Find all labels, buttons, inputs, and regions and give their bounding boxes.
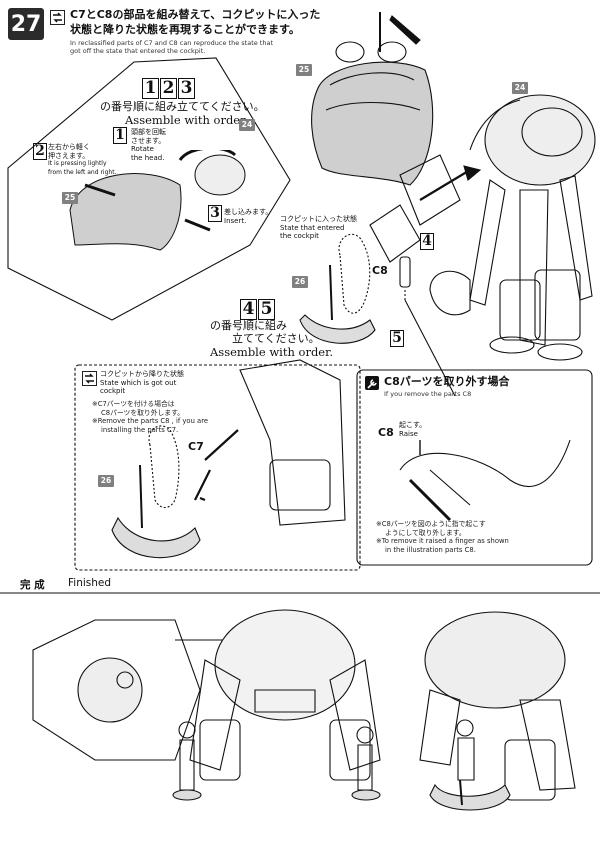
cockpit-out-note-en-line2: installing the parts C7. (101, 425, 179, 434)
order-number: 3 (178, 78, 195, 99)
assemble-order-en-top: Assemble with order. (125, 113, 249, 127)
sub-step-1-jp-line1: 頭部を回転 (131, 128, 166, 136)
finished-robot-front (189, 609, 381, 781)
sub-step-2-jp-line2: 押さえます。 (48, 151, 90, 160)
seat-26-lower (111, 425, 201, 559)
part-tag-25-visor: 25 (296, 64, 312, 76)
sub-step-1-text: 頭部を回転 させます。 Rotate the head. (131, 128, 166, 162)
part-tag-24: 24 (239, 119, 255, 131)
c8-remove-frame (356, 369, 593, 566)
part-label-c7: C7 (188, 440, 204, 453)
part-25-visor (311, 61, 434, 186)
sub-step-2-text: 左右から軽く 押さえます。 It is pressing lightly fro… (48, 143, 116, 177)
header-en-line2: got off the state that entered the cockp… (70, 47, 206, 55)
swap-parts-icon (82, 371, 97, 386)
finished-en: Finished (68, 577, 112, 589)
cockpit-in-en-line2: the cockpit (280, 232, 319, 240)
sub-step-3-number: 3 (208, 205, 222, 222)
sub-step-1-en-line2: the head. (131, 153, 165, 162)
part-label-c8-lower: C8 (378, 426, 394, 439)
cockpit-out-frame (74, 364, 361, 571)
order-number: 1 (142, 78, 159, 99)
part-tag-25: 25 (62, 192, 78, 204)
finished-hexagon-frame (32, 619, 201, 761)
part-tag-26-upper: 26 (292, 276, 308, 288)
header-jp-line1: C7とC8の部品を組み替えて、コクピットに入った (70, 8, 321, 21)
step-number-badge: 27 (8, 8, 44, 40)
sub-step-1-jp-line2: させます。 (131, 136, 166, 145)
sub-step-1-number: 1 (113, 127, 127, 144)
assemble-order-jp-mid-line2: 立ててください。 (232, 332, 320, 345)
cockpit-out-note-jp-line2: C8パーツを取り外します。 (101, 408, 185, 417)
wrench-icon (365, 376, 379, 390)
assemble-order-en-mid: Assemble with order. (210, 345, 334, 359)
header-jp-line2: 状態と降りた状態を再現することができます。 (70, 23, 300, 36)
sub-step-3-en: Insert. (224, 216, 247, 225)
part-c8-upper (399, 256, 411, 288)
c8-remove-note: ※C8パーツを図のように指で起こす ようにして取り外します。 ※To remov… (376, 520, 509, 554)
sub-step-2-en-line2: from the left and right. (48, 168, 117, 176)
finished-robot-side (419, 611, 576, 811)
raise-label: 起こす。 Raise (399, 421, 426, 438)
c8-remove-note-en-line2: in the illustration parts C8. (385, 545, 476, 554)
raise-jp: 起こす。 (399, 421, 427, 429)
c8-remove-note-jp-line2: ようにして取り外します。 (385, 528, 466, 537)
c8-remove-en: If you remove the parts C8 (384, 390, 472, 398)
assembly-hexagon-frame (7, 57, 291, 321)
head-assembly-illustration (69, 150, 246, 251)
step-4-number: 4 (420, 233, 434, 250)
cockpit-in-label: コクピットに入った状態 State that entered the cockp… (280, 215, 357, 241)
pilot-figure-standing-right (351, 726, 381, 801)
c8-remove-note-jp-line1: ※C8パーツを図のように指で起こす (376, 520, 486, 528)
sub-step-2-jp-line1: 左右から軽く (48, 143, 90, 151)
assemble-order-jp-mid-line1: の番号順に組み (210, 319, 287, 332)
pilot-figure-standing-left (172, 721, 202, 801)
sub-step-3-text: 差し込みます。 Insert. (224, 208, 272, 225)
part-tag-24-robot: 24 (512, 82, 528, 94)
sub-step-2-number: 2 (33, 143, 47, 160)
cockpit-in-en-line1: State that entered (280, 223, 345, 232)
cockpit-in-jp: コクピットに入った状態 (280, 215, 357, 223)
c8-remove-jp: C8パーツを取り外す場合 (384, 375, 510, 388)
part-label-c8-upper: C8 (372, 264, 388, 277)
part-c7 (194, 429, 239, 502)
pilot-figure-seated (456, 719, 475, 806)
finished-jp: 完 成 (20, 579, 45, 591)
sub-step-3-jp: 差し込みます。 (224, 208, 273, 216)
seat-26-upper (299, 233, 376, 344)
sub-step-1-en-line1: Rotate (131, 145, 154, 153)
cockpit-out-en-line1: State which is got out (100, 378, 177, 387)
c8-remove-note-en-line1: ※To remove it raised a finger as shown (376, 537, 509, 545)
step-5-number: 5 (390, 330, 404, 347)
cockpit-out-en-line2: cockpit (100, 387, 126, 395)
order-number: 2 (160, 78, 177, 99)
header-en-line1: In reclassified parts of C7 and C8 can r… (70, 39, 274, 47)
order-number: 5 (258, 299, 275, 320)
cockpit-out-note-en-line1: ※Remove the parts C8 , if you are (92, 417, 209, 425)
cockpit-out-note-jp-line1: ※C7パーツを付ける場合は (92, 400, 175, 408)
order-number: 4 (240, 299, 257, 320)
cockpit-out-label: コクピットから降りた状態 State which is got out cock… (100, 370, 184, 396)
sub-step-2-en-line1: It is pressing lightly (48, 160, 107, 167)
mech-robot-illustration (369, 94, 596, 361)
cockpit-out-jp: コクピットから降りた状態 (100, 370, 184, 378)
raise-en: Raise (399, 429, 418, 438)
cockpit-out-note: ※C7パーツを付ける場合は C8パーツを取り外します。 ※Remove the … (92, 400, 208, 434)
part-tag-26-lower: 26 (98, 475, 114, 487)
assemble-order-jp-top: の番号順に組み立ててください。 (100, 100, 265, 113)
swap-parts-icon (50, 10, 65, 25)
